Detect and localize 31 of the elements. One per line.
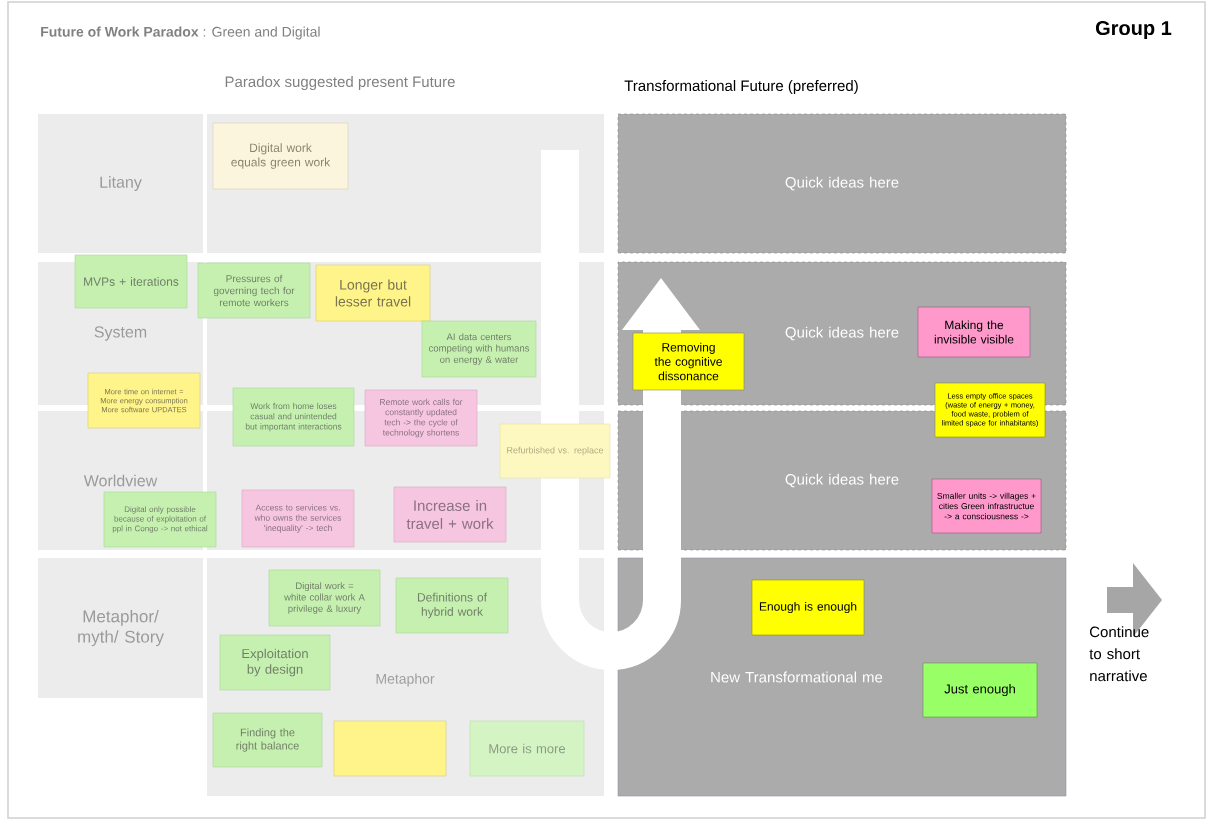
- arrow-caption: Continue to short narrative: [1089, 626, 1149, 682]
- sticky-note: Definitions of hybrid work: [395, 577, 509, 634]
- sticky-note: Work from home loses casual and unintended but important interactions: [232, 387, 355, 447]
- column-heading: Paradox suggested present Future: [225, 76, 455, 90]
- row-header-band: Metaphor/ myth/ Story: [38, 558, 203, 698]
- sticky-note: Just enough: [922, 662, 1038, 718]
- sticky-note: Remote work calls for constantly updated tech -> the cycle of technology shortens: [364, 389, 478, 447]
- sticky-note: Longer but lesser travel: [315, 264, 431, 322]
- sticky-note: MVPs + iterations: [74, 254, 188, 309]
- sticky-note: More is more: [469, 720, 585, 777]
- sticky-note: Removing the cognitive dissonance: [632, 332, 745, 391]
- idea-panel: Quick ideas here: [617, 113, 1067, 254]
- sticky-note: Digital work equals green work: [212, 122, 349, 190]
- sticky-note: Enough is enough: [751, 579, 865, 636]
- sticky-note: Pressures of governing tech for remote workers: [197, 262, 311, 319]
- sticky-note: Increase in travel + work: [393, 486, 507, 543]
- sticky-note: [333, 720, 447, 777]
- sticky-note: Finding the right balance: [212, 712, 323, 768]
- sticky-note: Smaller units -> villages + cities Green infrastructue -> a consciousness ->: [931, 478, 1042, 534]
- sticky-note: Exploitation by design: [219, 634, 331, 691]
- sticky-note: Digital only possible because of exploitation of ppl in Congo -> not ethical: [103, 491, 217, 548]
- panel-label: Metaphor: [376, 673, 435, 687]
- group-label: Group 1: [1095, 20, 1172, 40]
- column-heading: Transformational Future (preferred): [624, 80, 858, 94]
- sticky-note: Refurbished vs. replace: [499, 423, 611, 479]
- sticky-note: AI data centers competing with humans on energy & water: [421, 320, 537, 378]
- sticky-note: Access to services vs. who owns the services 'inequality' -> tech: [241, 489, 355, 548]
- sticky-note: Making the invisible visible: [917, 306, 1031, 358]
- sticky-note: Digital work = white collar work A privilege & luxury: [268, 569, 381, 627]
- title: Future of Work Paradox : Green and Digital: [41, 26, 320, 40]
- row-header-band: Litany: [38, 114, 203, 253]
